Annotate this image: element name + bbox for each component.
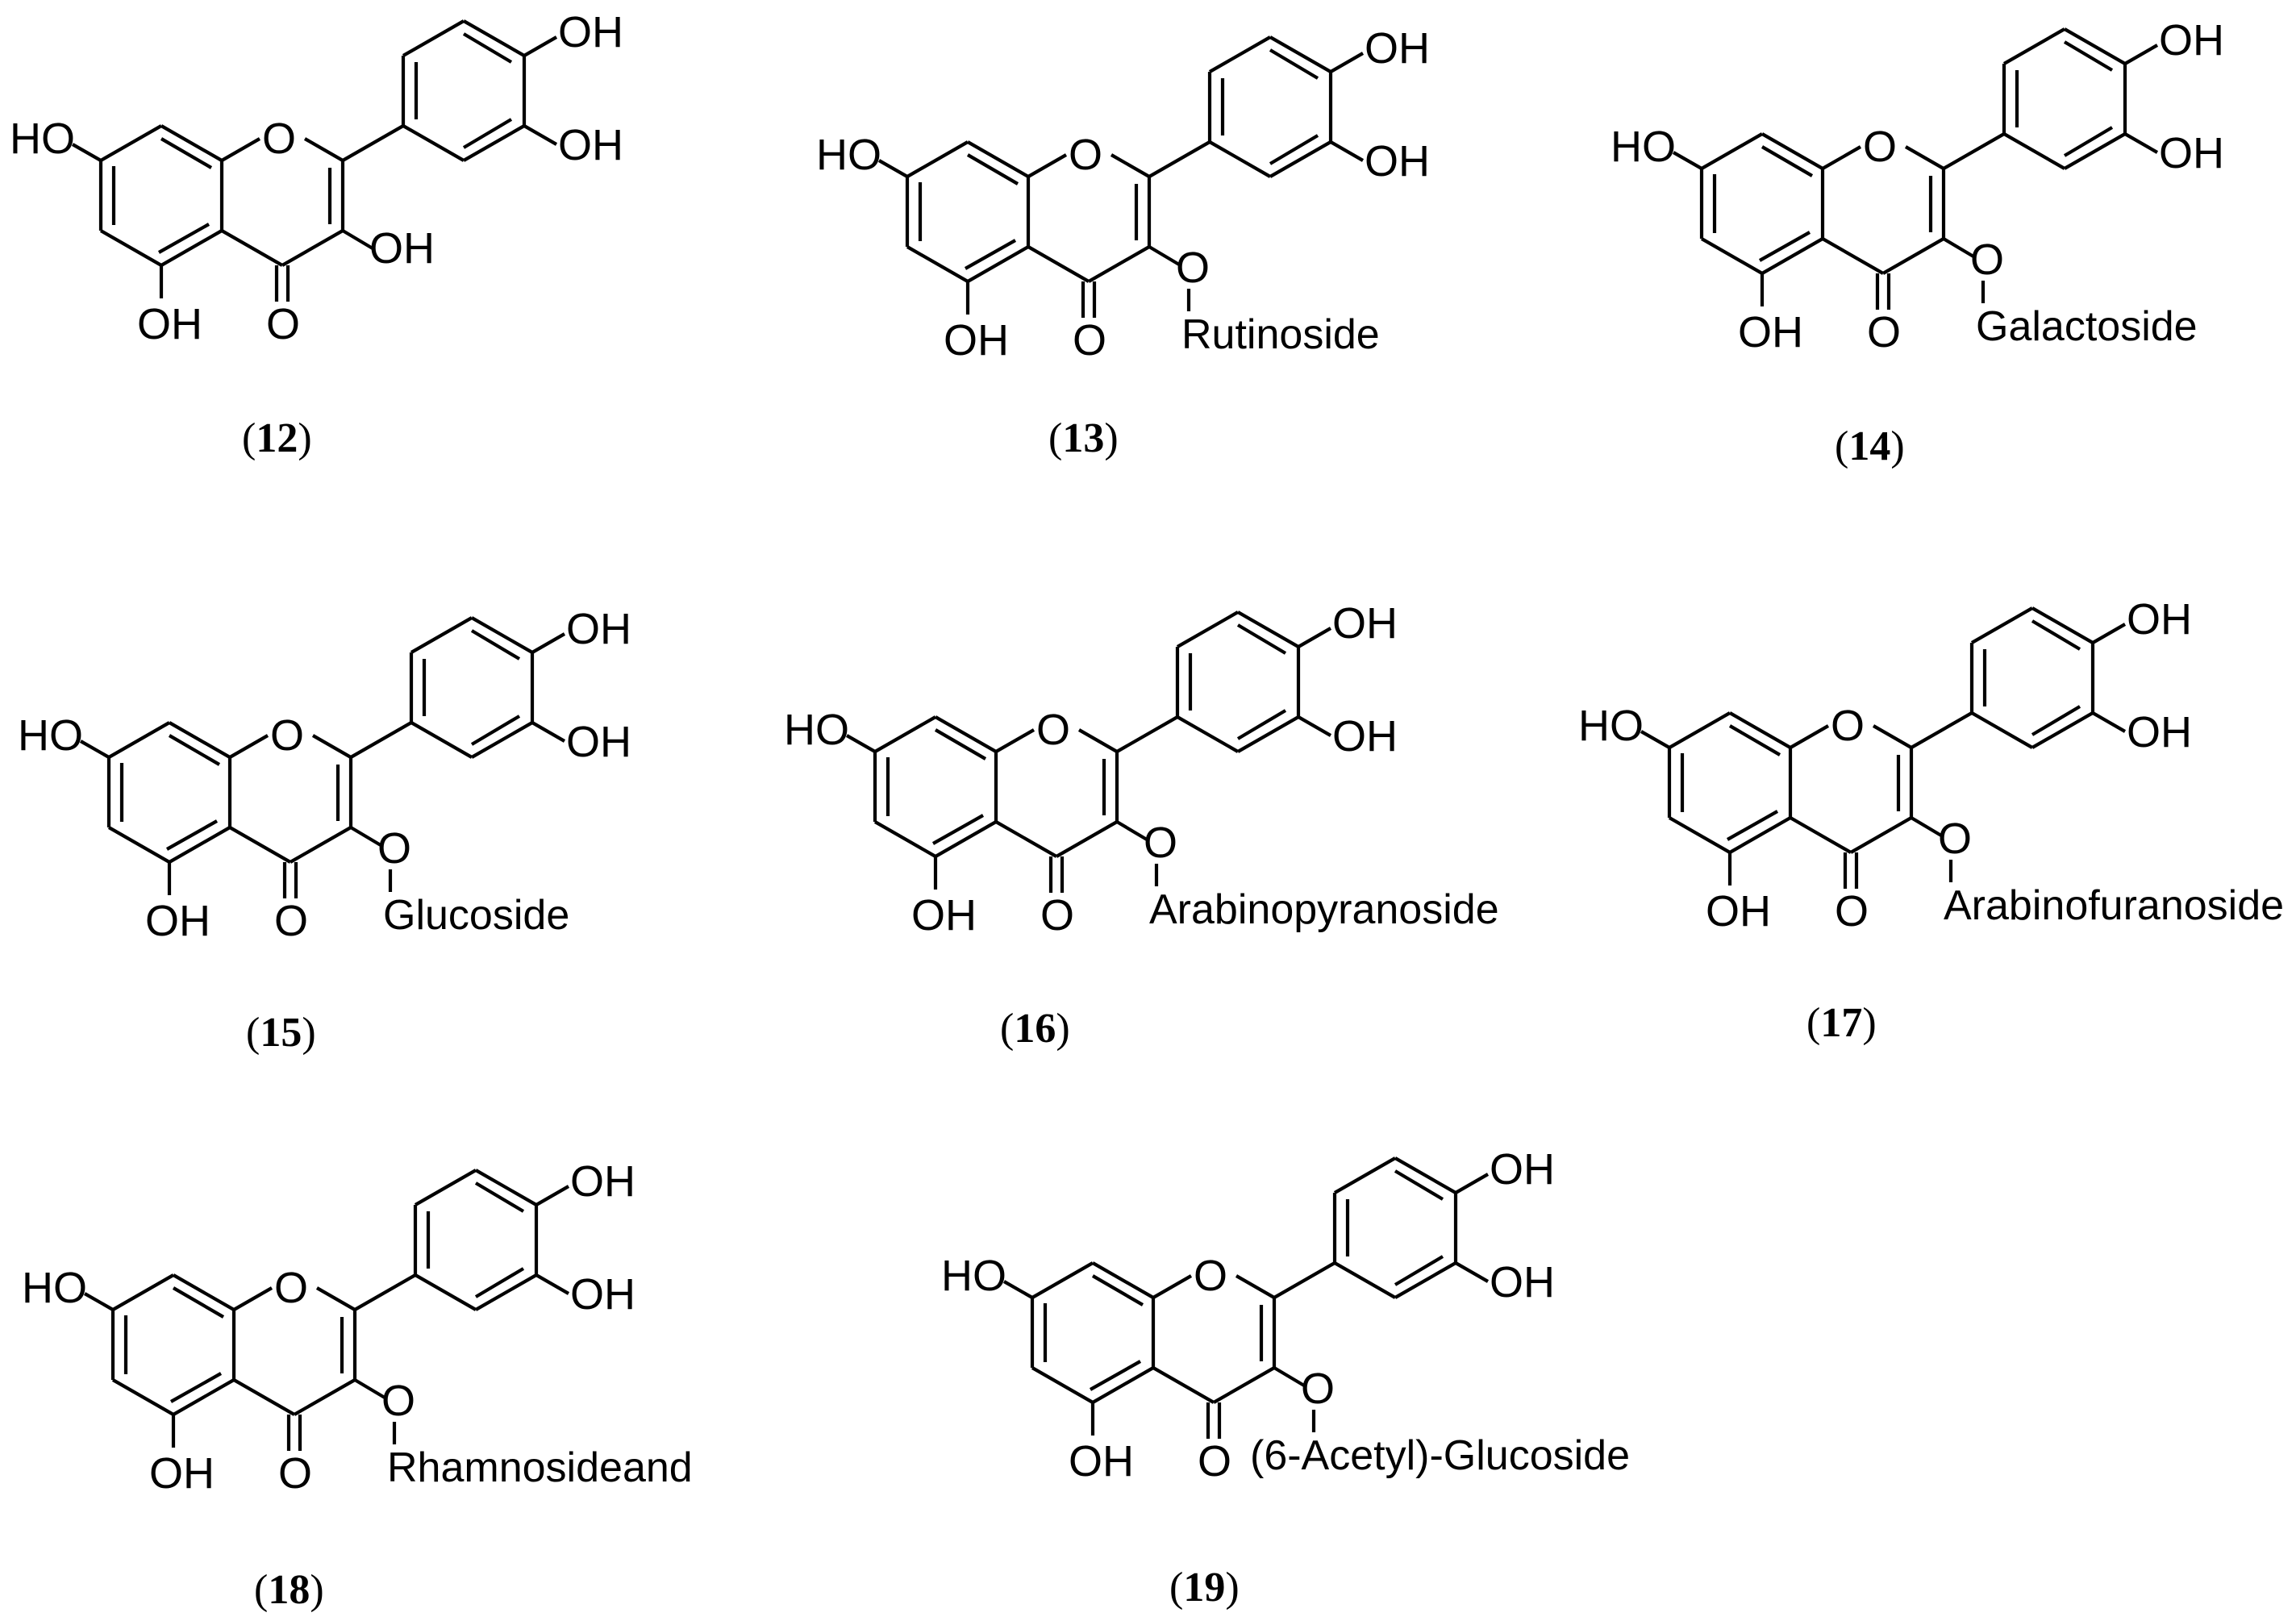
substituent-label: Glucoside	[383, 892, 569, 939]
hydroxyl-7: HO	[18, 711, 83, 760]
compound-label-17: (17)	[1806, 1000, 1877, 1046]
ring-oxygen: O	[262, 115, 296, 163]
compound-16: O HO OH O O Arabinopyranoside OH OH	[784, 599, 1499, 940]
hydroxyl-3: OH	[369, 224, 435, 273]
hydroxyl-3prime: OH	[1490, 1258, 1555, 1306]
compound-14: O HO OH O O Galactoside OH OH	[1611, 16, 2224, 356]
ring-oxygen: O	[1069, 131, 1102, 179]
hydroxyl-5: OH	[944, 316, 1009, 365]
ring-oxygen: O	[1036, 706, 1070, 754]
hydroxyl-7: HO	[22, 1264, 87, 1312]
ether-oxygen: O	[1301, 1365, 1335, 1413]
hydroxyl-7: HO	[1611, 123, 1676, 171]
hydroxyl-7: HO	[941, 1252, 1006, 1300]
hydroxyl-4prime: OH	[2159, 16, 2224, 65]
ring-oxygen: O	[1831, 702, 1865, 750]
hydroxyl-4prime: OH	[570, 1157, 635, 1206]
hydroxyl-3prime: OH	[2127, 708, 2192, 756]
hydroxyl-5: OH	[1738, 308, 1803, 356]
ring-oxygen: O	[270, 711, 304, 760]
ring-oxygen: O	[1194, 1252, 1227, 1300]
substituent-label: Rhamnosideand	[387, 1444, 693, 1491]
carbonyl-oxygen: O	[1198, 1437, 1231, 1486]
compound-label-16: (16)	[1000, 1006, 1070, 1052]
hydroxyl-4prime: OH	[1332, 599, 1398, 648]
compound-12: O HO OH O OH OH OH	[10, 8, 623, 348]
compound-17: O HO OH O O Arabinofuranoside OH OH	[1578, 595, 2284, 936]
hydroxyl-5: OH	[137, 300, 202, 348]
hydroxyl-4prime: OH	[558, 8, 623, 56]
compound-15: O HO OH O O Glucoside OH OH	[18, 605, 631, 945]
substituent-label: Arabinopyranoside	[1149, 886, 1499, 933]
hydroxyl-3prime: OH	[566, 718, 631, 766]
substituent-label: Rutinoside	[1181, 311, 1380, 358]
hydroxyl-7: HO	[816, 131, 881, 179]
compound-label-19: (19)	[1169, 1565, 1240, 1611]
substituent-label: Galactoside	[1976, 303, 2198, 350]
ring-oxygen: O	[274, 1264, 308, 1312]
carbonyl-oxygen: O	[266, 300, 300, 348]
compound-label-18: (18)	[254, 1567, 324, 1613]
compound-label-13: (13)	[1048, 415, 1119, 461]
hydroxyl-4prime: OH	[1365, 24, 1430, 73]
compound-label-12: (12)	[242, 415, 312, 461]
hydroxyl-7: HO	[1578, 702, 1644, 750]
compound-13: O HO OH O O Rutinoside OH OH	[816, 24, 1430, 365]
ring-oxygen: O	[1863, 123, 1897, 171]
carbonyl-oxygen: O	[1073, 316, 1106, 365]
compound-label-15: (15)	[246, 1010, 316, 1056]
hydroxyl-5: OH	[1706, 887, 1771, 936]
carbonyl-oxygen: O	[278, 1449, 312, 1498]
ether-oxygen: O	[377, 824, 411, 873]
hydroxyl-5: OH	[145, 897, 210, 945]
ether-oxygen: O	[1144, 819, 1177, 867]
hydroxyl-5: OH	[911, 891, 977, 940]
ether-oxygen: O	[1938, 815, 1972, 863]
compound-18: O HO OH O O Rhamnosideand OH OH	[22, 1157, 693, 1498]
hydroxyl-5: OH	[149, 1449, 215, 1498]
hydroxyl-4prime: OH	[2127, 595, 2192, 644]
compound-label-14: (14)	[1835, 423, 1905, 469]
hydroxyl-4prime: OH	[1490, 1145, 1555, 1194]
hydroxyl-3prime: OH	[2159, 129, 2224, 177]
compound-19: O HO OH O O (6-Acetyl)-Glucoside OH OH	[941, 1145, 1630, 1486]
hydroxyl-7: HO	[784, 706, 849, 754]
hydroxyl-3prime: OH	[570, 1270, 635, 1319]
carbonyl-oxygen: O	[274, 897, 308, 945]
hydroxyl-5: OH	[1069, 1437, 1134, 1486]
hydroxyl-4prime: OH	[566, 605, 631, 653]
hydroxyl-3prime: OH	[558, 121, 623, 169]
substituent-label: Arabinofuranoside	[1944, 882, 2284, 929]
ether-oxygen: O	[1176, 244, 1210, 292]
carbonyl-oxygen: O	[1835, 887, 1869, 936]
ether-oxygen: O	[1970, 235, 2004, 284]
substituent-label: (6-Acetyl)-Glucoside	[1250, 1432, 1630, 1479]
carbonyl-oxygen: O	[1040, 891, 1074, 940]
ether-oxygen: O	[381, 1377, 415, 1425]
hydroxyl-3prime: OH	[1365, 137, 1430, 185]
hydroxyl-3prime: OH	[1332, 712, 1398, 760]
carbonyl-oxygen: O	[1867, 308, 1901, 356]
hydroxyl-7: HO	[10, 115, 75, 163]
